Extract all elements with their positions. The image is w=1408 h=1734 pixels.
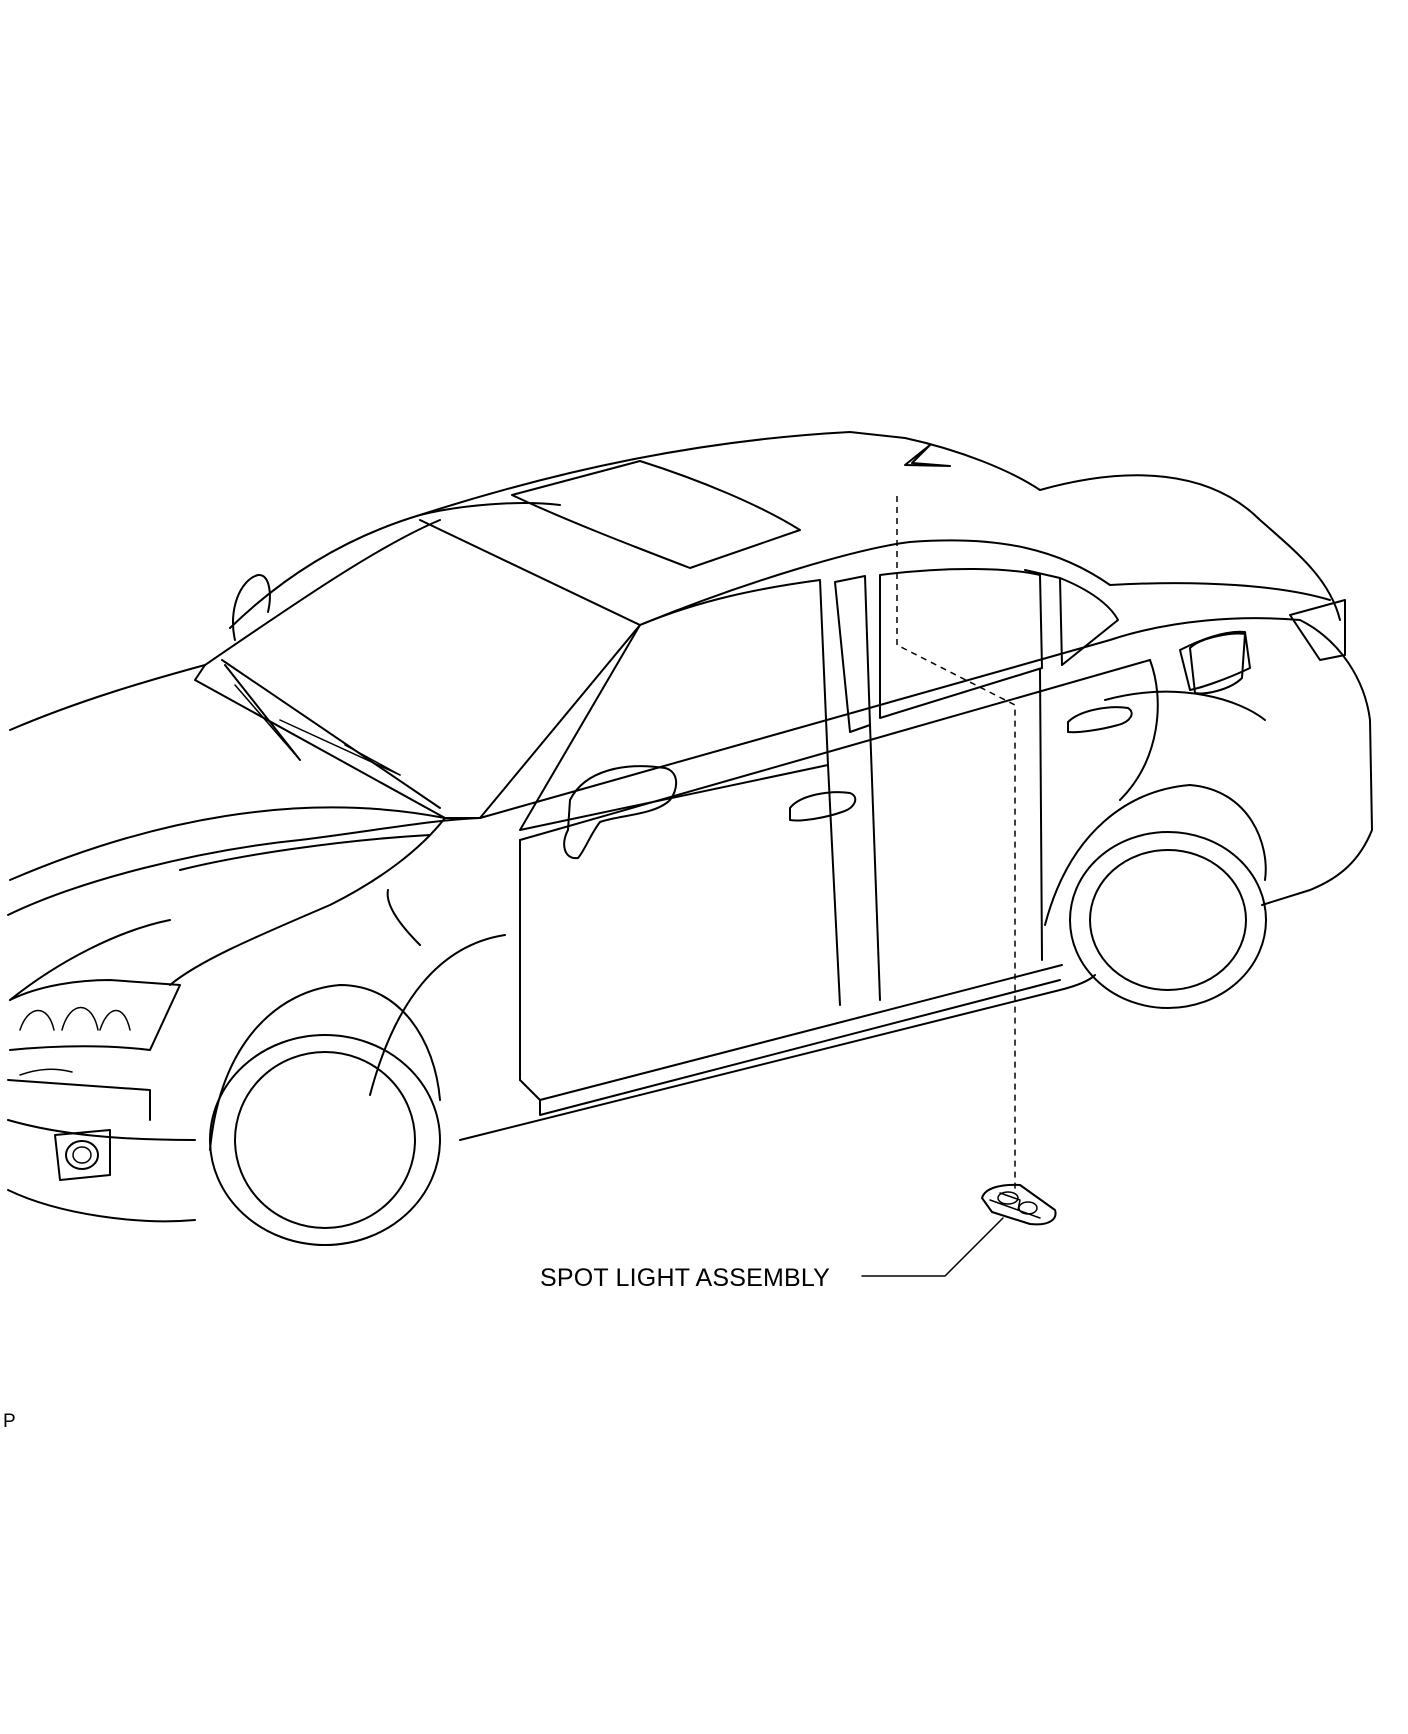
car-trunk bbox=[1039, 474, 1346, 691]
fuel-door bbox=[1189, 632, 1246, 695]
part-label: SPOT LIGHT ASSEMBLY bbox=[540, 1264, 831, 1292]
hood bbox=[9, 806, 506, 1096]
wipers bbox=[234, 684, 401, 776]
rear-wheel bbox=[1044, 784, 1267, 1009]
side-windows bbox=[519, 567, 1119, 831]
front-wheel bbox=[209, 984, 441, 1246]
headlight bbox=[9, 979, 181, 1076]
sunroof bbox=[511, 460, 801, 569]
car-body bbox=[7, 617, 1373, 1141]
car-roof bbox=[204, 431, 1111, 666]
corner-mark: P bbox=[3, 1411, 16, 1432]
windshield bbox=[194, 624, 641, 819]
mirrors bbox=[231, 574, 678, 860]
front-bumper bbox=[7, 1079, 196, 1223]
doors bbox=[789, 669, 1133, 1006]
location-leader bbox=[896, 496, 1016, 1190]
spot-light-assembly bbox=[981, 1183, 1057, 1226]
roof-antenna bbox=[904, 444, 951, 467]
callout-leader bbox=[861, 1217, 1004, 1277]
